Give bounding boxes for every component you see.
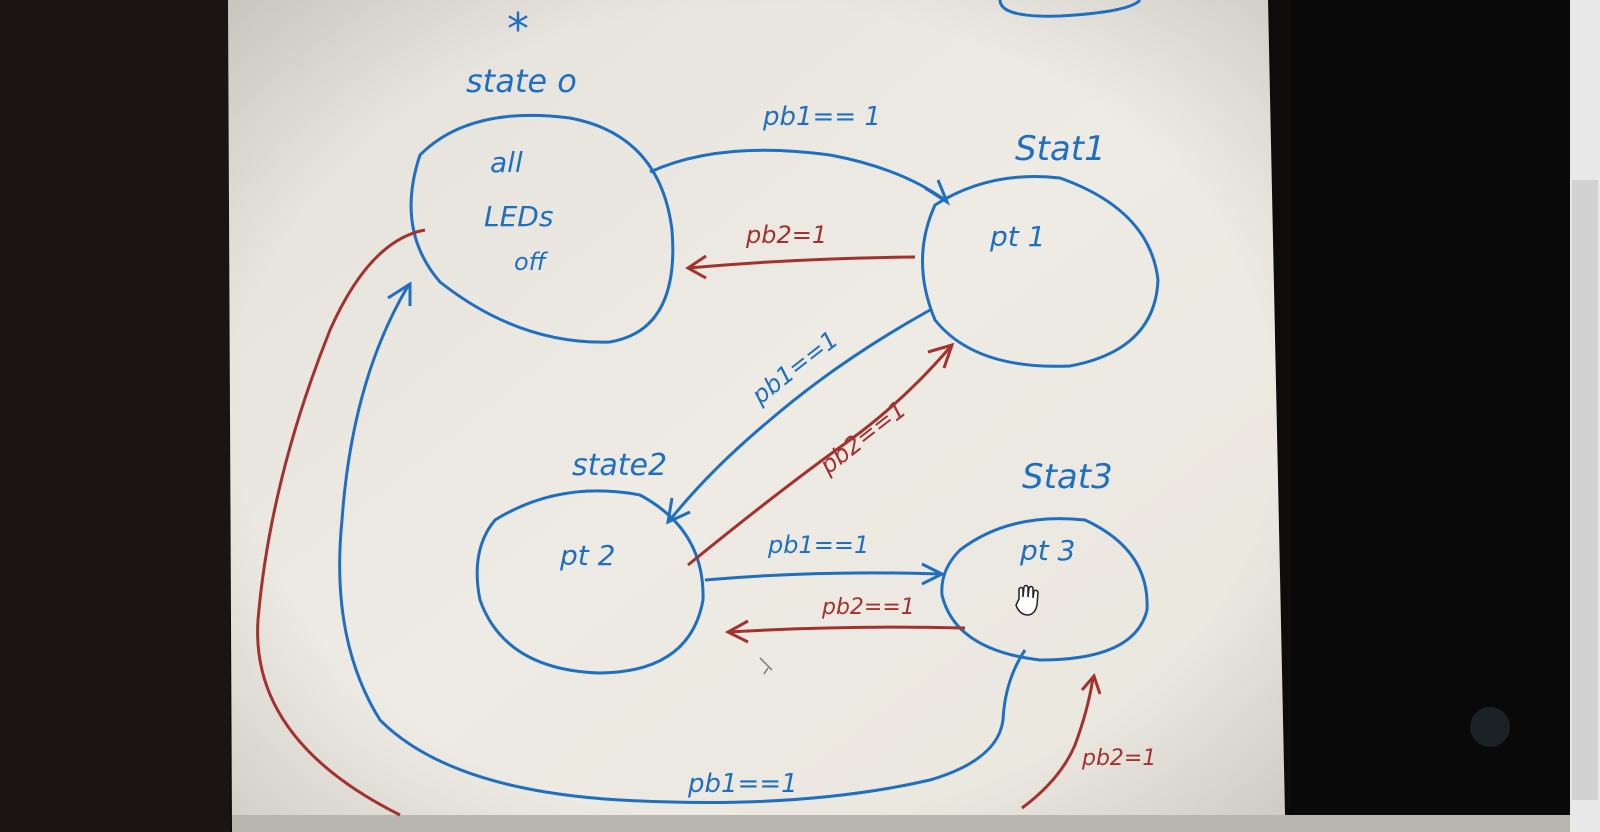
state-1-node: Stat1 pt 1 — [921, 129, 1160, 368]
hand-cursor-icon — [1015, 584, 1039, 616]
state-3-label: pt 3 — [1019, 534, 1075, 567]
transition-s3-s0: pb1==1 — [338, 281, 1027, 804]
state-0-line-3: off — [514, 248, 549, 276]
state-1-name: Stat1 — [1015, 129, 1106, 169]
transition-s1-s0-label: pb2=1 — [745, 221, 827, 249]
bottom-edge — [232, 815, 1570, 832]
partial-shape-top — [998, 0, 1142, 18]
start-marker: * — [507, 4, 529, 55]
state-2-label: pt 2 — [559, 539, 615, 572]
transition-s3-s2: pb2==1 — [724, 595, 966, 644]
state-0-line-2: LEDs — [484, 200, 553, 233]
transition-s1-s0: pb2=1 — [685, 221, 916, 280]
state-0-node: state o all LEDs off — [409, 62, 675, 344]
state-0-line-1: all — [490, 146, 523, 179]
right-dark-area — [1290, 0, 1570, 832]
transition-s0-s3: pb2=1 — [256, 228, 1156, 817]
transition-s2-s3: pb1==1 — [704, 531, 946, 586]
state-1-label: pt 1 — [989, 220, 1045, 253]
transition-s3-s2-label: pb2==1 — [821, 595, 915, 620]
state-2-name: state2 — [572, 448, 667, 483]
state-2-node: state2 pt 2 — [475, 448, 705, 675]
scrollbar-thumb[interactable] — [1572, 180, 1598, 800]
camera-control-icon[interactable] — [1470, 707, 1510, 747]
transition-s0-s3-label: pb2=1 — [1081, 746, 1156, 771]
left-dark-area — [0, 0, 230, 832]
transition-s3-s0-label: pb1==1 — [687, 769, 798, 799]
state-3-node: Stat3 pt 3 — [940, 457, 1149, 662]
stray-mark — [759, 657, 773, 675]
state-3-name: Stat3 — [1022, 457, 1113, 497]
transition-s0-s1: pb1== 1 — [649, 102, 951, 206]
transition-s0-s1-label: pb1== 1 — [762, 102, 881, 132]
transition-s2-s3-label: pb1==1 — [767, 531, 869, 559]
state-0-name: state o — [466, 62, 577, 100]
